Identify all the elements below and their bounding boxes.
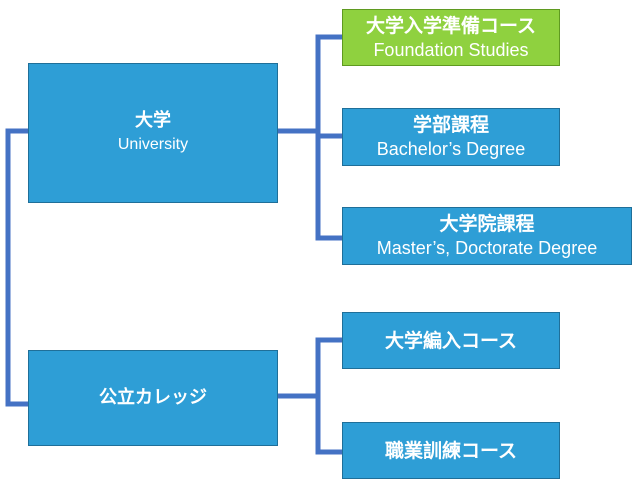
university-box: 大学 University xyxy=(28,63,278,203)
vocational-label: 職業訓練コース xyxy=(384,439,518,462)
foundation-label-jp: 大学入学準備コース xyxy=(365,14,537,37)
transfer-label: 大学編入コース xyxy=(384,329,518,352)
university-label-en: University xyxy=(117,136,189,153)
foundation-studies-box: 大学入学準備コース Foundation Studies xyxy=(342,9,560,66)
bachelor-degree-box: 学部課程 Bachelor’s Degree xyxy=(342,108,560,166)
university-label-jp: 大学 xyxy=(135,110,171,131)
vocational-training-box: 職業訓練コース xyxy=(342,422,560,479)
bachelor-label-jp: 学部課程 xyxy=(412,114,489,136)
master-label-en: Master’s, Doctorate Degree xyxy=(376,238,598,258)
community-college-label: 公立カレッジ xyxy=(99,387,207,408)
bachelor-label-en: Bachelor’s Degree xyxy=(376,139,526,159)
foundation-label-en: Foundation Studies xyxy=(373,39,529,60)
master-doctorate-box: 大学院課程 Master’s, Doctorate Degree xyxy=(342,207,632,265)
community-college-box: 公立カレッジ xyxy=(28,350,278,446)
university-transfer-box: 大学編入コース xyxy=(342,312,560,369)
master-label-jp: 大学院課程 xyxy=(439,213,535,235)
